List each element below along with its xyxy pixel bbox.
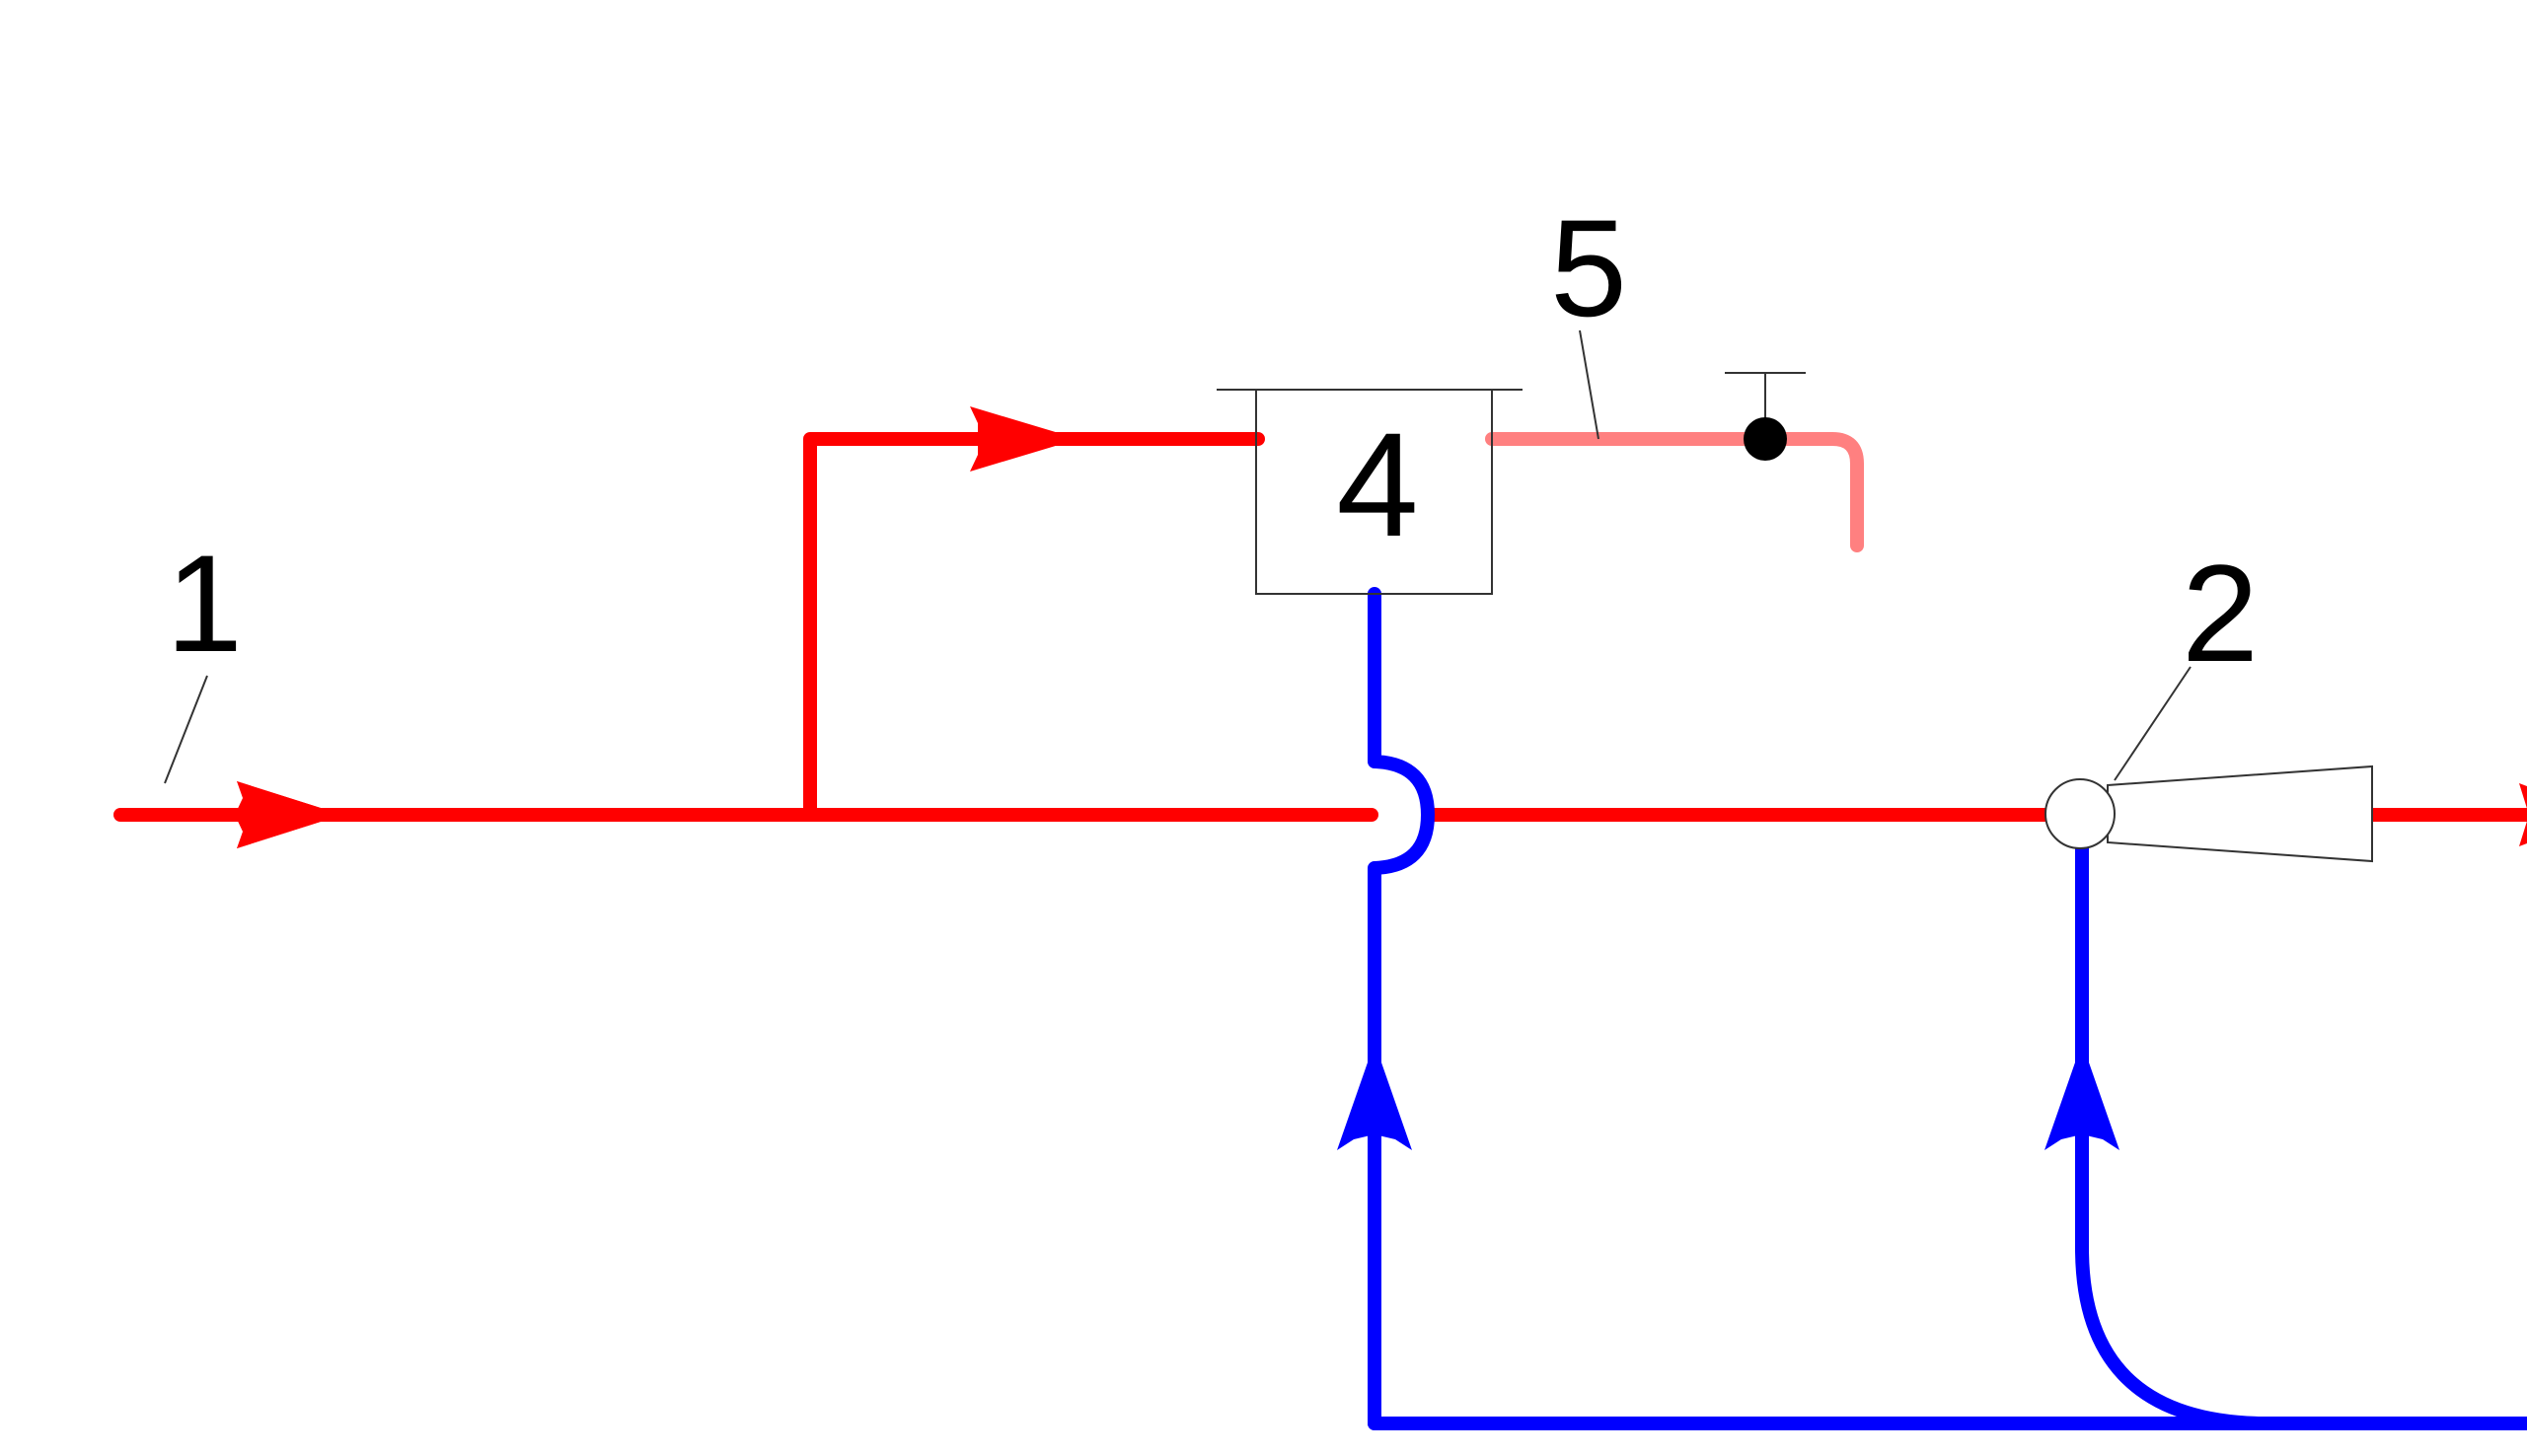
mixer-cone	[2107, 764, 2373, 863]
flow-arrow-main-head	[237, 781, 342, 848]
flow-arrow-branch	[970, 406, 1078, 472]
label-1: 1	[166, 526, 243, 681]
label-5: 5	[1550, 190, 1627, 345]
supply-branch-pipe	[803, 432, 1265, 822]
leader-2	[2114, 666, 2192, 781]
flow-arrow-return-left	[1337, 1043, 1412, 1150]
mixer-2	[2044, 764, 2373, 863]
label-2: 2	[2182, 536, 2259, 691]
supply-pipes	[113, 406, 2527, 848]
outlet-pipe	[1485, 432, 1864, 552]
mixer-circle	[2044, 778, 2116, 849]
tap-node	[1744, 417, 1787, 461]
outlet-pipe-group	[1485, 372, 1864, 552]
return-pipes	[1337, 587, 2527, 1430]
leader-5	[1579, 329, 1599, 440]
flow-arrow-return-right	[2044, 1043, 2119, 1150]
leader-lines	[164, 329, 2192, 784]
unit-4: 4	[1217, 389, 1523, 595]
return-riser-to-unit	[1368, 587, 1435, 1430]
return-riser-to-mixer	[2075, 841, 2268, 1430]
unit-4-label: 4	[1336, 401, 1418, 567]
leader-1	[164, 675, 208, 784]
flow-arrow-outlet	[2519, 783, 2527, 846]
